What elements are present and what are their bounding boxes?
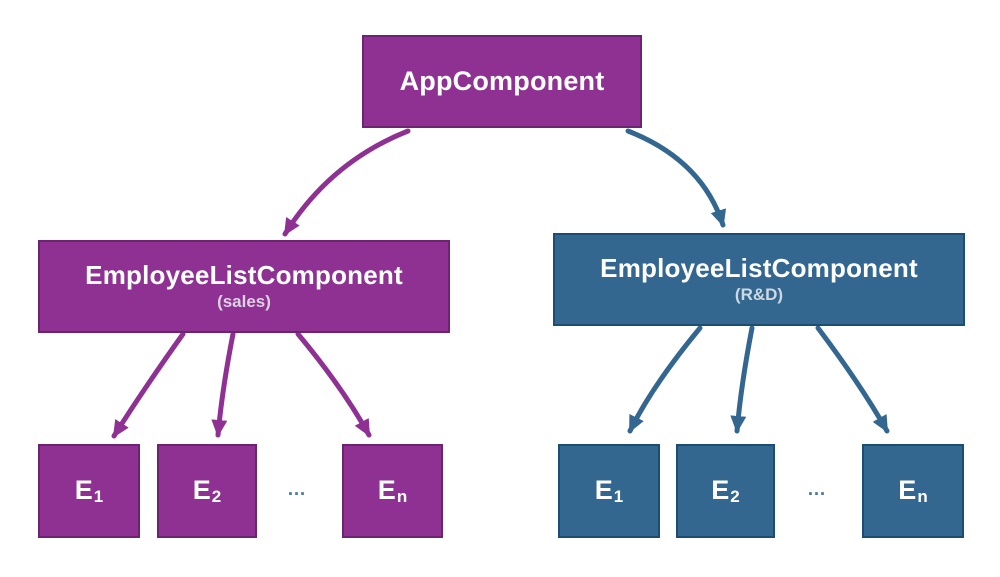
leaf-subscript: 1: [93, 487, 104, 506]
node-rnd-e2-label: E2: [711, 475, 739, 507]
edge-rnd-to-en-arrow: [815, 325, 890, 434]
leaf-base: E: [594, 475, 613, 505]
node-sales-en-label: En: [378, 475, 407, 507]
node-rnd-en: En: [862, 444, 964, 538]
node-sales-e2: E2: [157, 444, 257, 538]
node-sales-e1-label: E1: [75, 475, 103, 507]
node-rnd-e1: E1: [558, 444, 660, 538]
node-app-label: AppComponent: [399, 66, 605, 96]
leaf-base: E: [711, 475, 730, 505]
node-sales-e2-label: E2: [193, 475, 221, 507]
edge-rnd-to-e1-arrow: [627, 325, 703, 434]
node-sales-sublabel: (sales): [217, 292, 271, 312]
edge-sales-to-e1-arrow: [111, 331, 186, 439]
leaf-subscript: n: [917, 487, 928, 506]
node-sales-label: EmployeeListComponent: [85, 259, 403, 290]
leaf-base: E: [898, 475, 917, 505]
node-rnd-e2: E2: [676, 444, 775, 538]
node-employee-list-sales: EmployeeListComponent (sales): [38, 240, 450, 333]
leaf-subscript: n: [396, 487, 408, 506]
edge-app-to-rnd-arrow: [625, 128, 726, 228]
edge-sales-to-en-arrow: [295, 331, 372, 438]
rnd-ellipsis: …: [807, 479, 827, 500]
node-sales-en: En: [342, 444, 443, 538]
leaf-subscript: 1: [613, 487, 624, 506]
edge-sales-to-e2-arrow: [211, 331, 236, 438]
edge-rnd-to-e2-arrow: [730, 325, 755, 434]
node-rnd-sublabel: (R&D): [734, 285, 784, 305]
leaf-base: E: [192, 475, 211, 505]
node-employee-list-rnd: EmployeeListComponent (R&D): [553, 233, 965, 326]
edge-app-to-sales-arrow: [282, 128, 411, 237]
sales-ellipsis: …: [287, 479, 307, 500]
leaf-base: E: [377, 475, 396, 505]
node-sales-e1: E1: [38, 444, 140, 538]
node-rnd-label: EmployeeListComponent: [600, 252, 918, 283]
leaf-subscript: 2: [211, 487, 222, 506]
node-rnd-e1-label: E1: [595, 475, 623, 507]
node-rnd-en-label: En: [898, 475, 927, 507]
leaf-subscript: 2: [730, 487, 740, 506]
leaf-base: E: [74, 475, 93, 505]
node-app-component: AppComponent: [362, 35, 642, 128]
